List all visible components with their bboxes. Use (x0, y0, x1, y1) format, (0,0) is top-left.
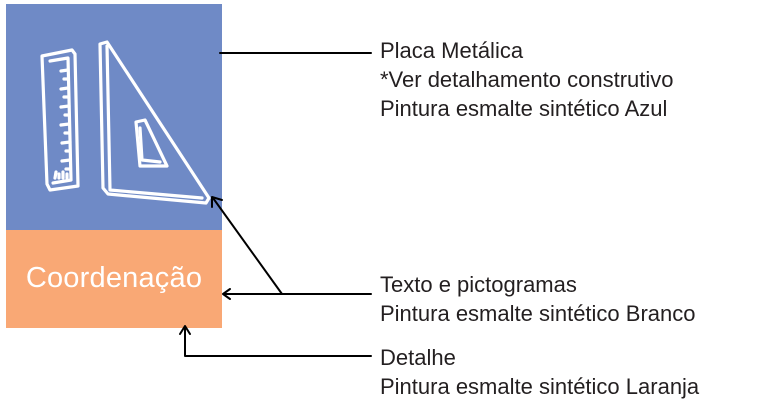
arrowhead-label (222, 288, 231, 300)
plate-callout-title: Placa Metálica (380, 38, 524, 63)
detail-leader-line (184, 326, 372, 357)
set-square-cutout (134, 118, 169, 168)
detail-callout-paint: Pintura esmalte sintético Laranja (380, 374, 700, 399)
set-square-outline (98, 40, 211, 205)
blue-metal-plate (6, 4, 222, 230)
plate-callout-paint: Pintura esmalte sintético Azul (380, 96, 668, 121)
set-square-outer-stroke (105, 44, 204, 200)
orange-detail-strip: Coordenação (6, 230, 222, 328)
ruler-ticks (59, 68, 72, 171)
plate-label: Coordenação (25, 261, 203, 294)
ruler-inner-edge (48, 56, 73, 185)
text-leader-to-icon (212, 197, 283, 295)
text-callout-paint: Pintura esmalte sintético Branco (380, 301, 696, 326)
detail-callout: Detalhe Pintura esmalte sintético Laranj… (380, 343, 699, 401)
text-callout: Texto e pictogramas Pintura esmalte sint… (380, 270, 696, 328)
plate-callout: Placa Metálica *Ver detalhamento constru… (380, 36, 674, 123)
arrowhead-icon (211, 196, 223, 208)
detail-callout-title: Detalhe (380, 345, 456, 370)
ruler-outline (40, 48, 80, 192)
text-callout-title: Texto e pictogramas (380, 272, 577, 297)
plate-callout-note: *Ver detalhamento construtivo (380, 67, 674, 92)
arrowhead-detail (179, 325, 191, 335)
ruler-and-set-square-icon (40, 40, 211, 205)
